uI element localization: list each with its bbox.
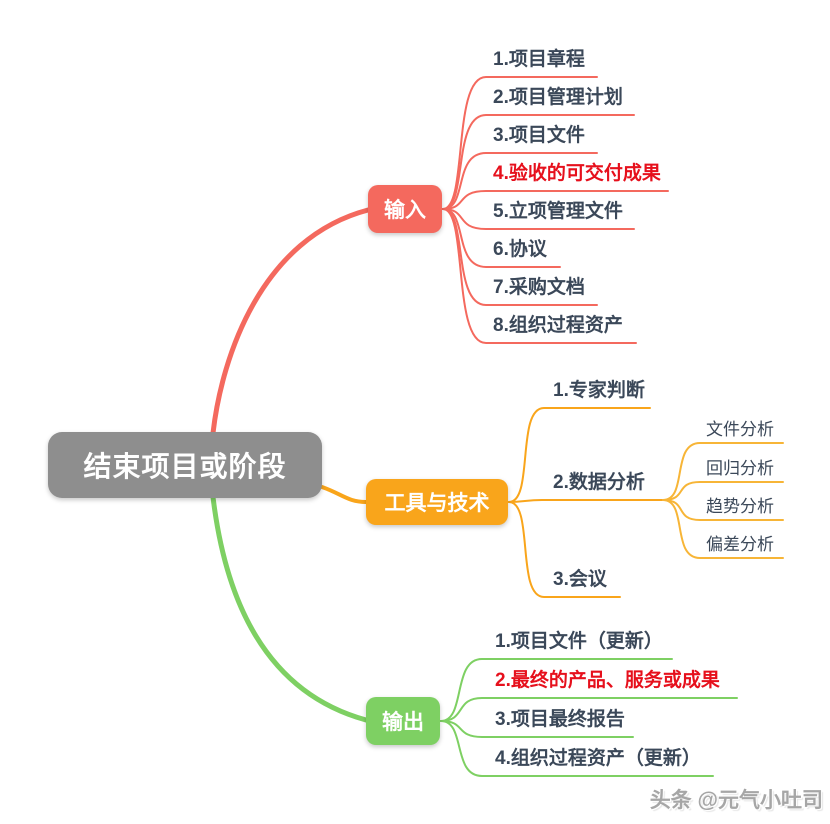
- watermark: 头条 @元气小吐司: [649, 789, 823, 812]
- connector-analysis-1: [662, 442, 784, 501]
- connector-output-1: [440, 658, 673, 722]
- connector-input-2: [442, 114, 635, 210]
- connector-input-3: [442, 152, 598, 210]
- output-item-2: 2.最终的产品、服务或成果: [495, 670, 720, 691]
- connector-input-5: [442, 208, 635, 230]
- branch-topic-input: 输入: [368, 185, 442, 233]
- input-item-8: 8.组织过程资产: [493, 315, 623, 336]
- analysis-subitem-1: 文件分析: [706, 420, 774, 439]
- output-item-4: 4.组织过程资产（更新）: [495, 748, 701, 769]
- input-item-5: 5.立项管理文件: [493, 201, 623, 222]
- input-item-4: 4.验收的可交付成果: [493, 163, 661, 184]
- tools-item-1: 1.专家判断: [553, 380, 645, 401]
- connector-output-3: [440, 720, 634, 738]
- analysis-subitem-4: 偏差分析: [706, 535, 774, 554]
- input-item-7: 7.采购文档: [493, 277, 585, 298]
- input-item-3: 3.项目文件: [493, 125, 585, 146]
- branch-line-input: [210, 207, 371, 436]
- branch-line-tools: [320, 485, 368, 504]
- tools-item-2: 2.数据分析: [553, 472, 645, 493]
- analysis-subitem-3: 趋势分析: [706, 497, 774, 516]
- tools-item-3: 3.会议: [553, 569, 607, 590]
- branch-line-output: [210, 494, 369, 723]
- connector-analysis-4: [662, 499, 784, 559]
- input-item-1: 1.项目章程: [493, 49, 585, 70]
- analysis-subitem-2: 回归分析: [706, 459, 774, 478]
- connector-tools-2: [508, 499, 664, 503]
- connector-analysis-3: [662, 499, 784, 521]
- output-item-3: 3.项目最终报告: [495, 709, 625, 730]
- connector-input-1: [442, 76, 598, 210]
- connector-analysis-2: [662, 481, 784, 501]
- input-item-6: 6.协议: [493, 239, 547, 260]
- connector-output-4: [440, 720, 714, 777]
- connector-output-2: [440, 697, 738, 722]
- connector-input-4: [442, 190, 669, 210]
- branch-topic-tools: 工具与技术: [366, 479, 508, 525]
- connector-tools-1: [508, 407, 651, 503]
- input-item-2: 2.项目管理计划: [493, 87, 623, 108]
- connector-tools-3: [508, 501, 621, 598]
- root-topic: 结束项目或阶段: [48, 432, 322, 498]
- branch-topic-output: 输出: [366, 697, 440, 745]
- output-item-1: 1.项目文件（更新）: [495, 631, 663, 652]
- connector-input-8: [442, 208, 637, 344]
